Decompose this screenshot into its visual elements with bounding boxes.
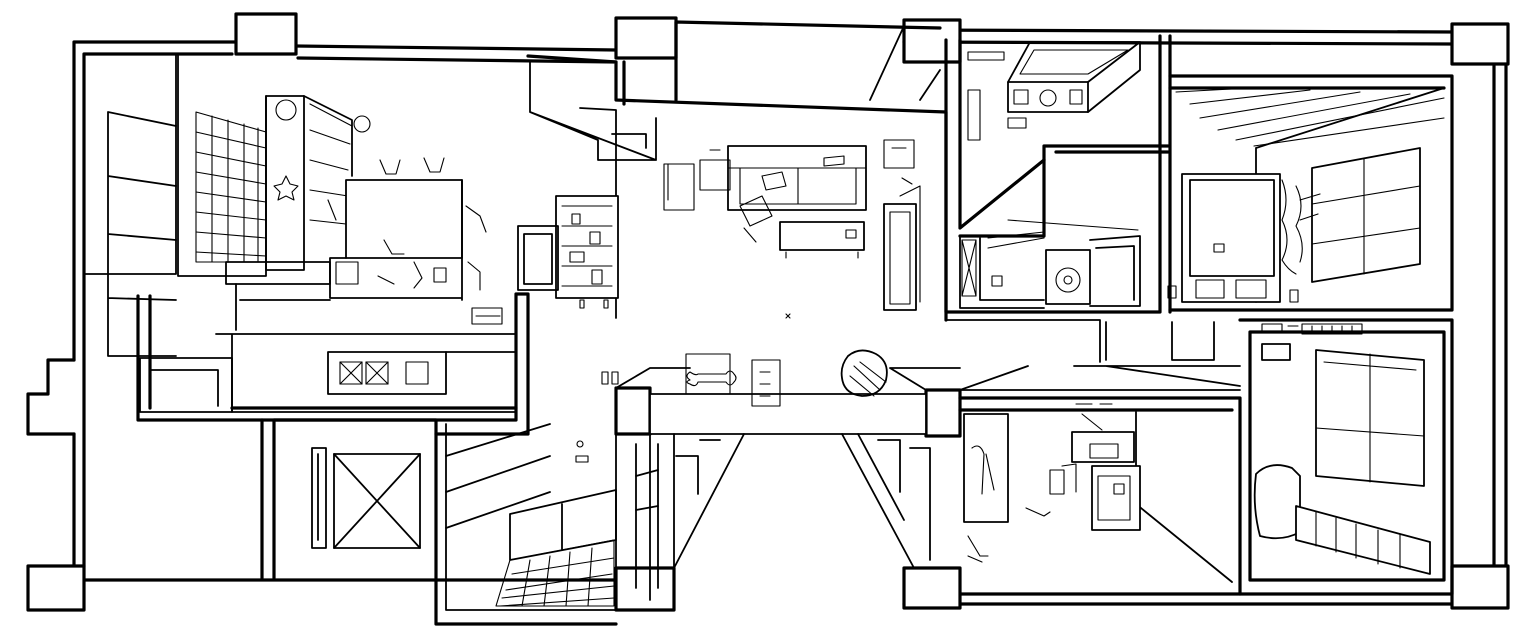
utility-room [260,418,438,580]
doormat-tiles [495,539,615,607]
column-top-center [614,16,678,60]
column-top-right-b [1450,22,1510,66]
column-mid-right [924,388,962,438]
study [958,321,1242,596]
bedroom-main [1167,74,1454,312]
living-room [517,107,921,319]
column-bottom-center [614,566,676,612]
column-bottom-right-a [902,566,962,610]
entrance [445,371,619,611]
bedroom-second [1238,318,1454,596]
window-grid [195,111,267,263]
hallway-right [869,25,1241,391]
column-bottom-right-b [1450,564,1510,610]
column-bottom-left [26,564,86,612]
structural-columns [26,12,1510,612]
ceiling-slats [1175,87,1445,147]
column-top-left-rear [234,12,298,56]
column-mid-left [614,386,652,436]
bathroom [944,34,1172,314]
kitchen [83,53,530,436]
outer-walls [26,28,1508,626]
